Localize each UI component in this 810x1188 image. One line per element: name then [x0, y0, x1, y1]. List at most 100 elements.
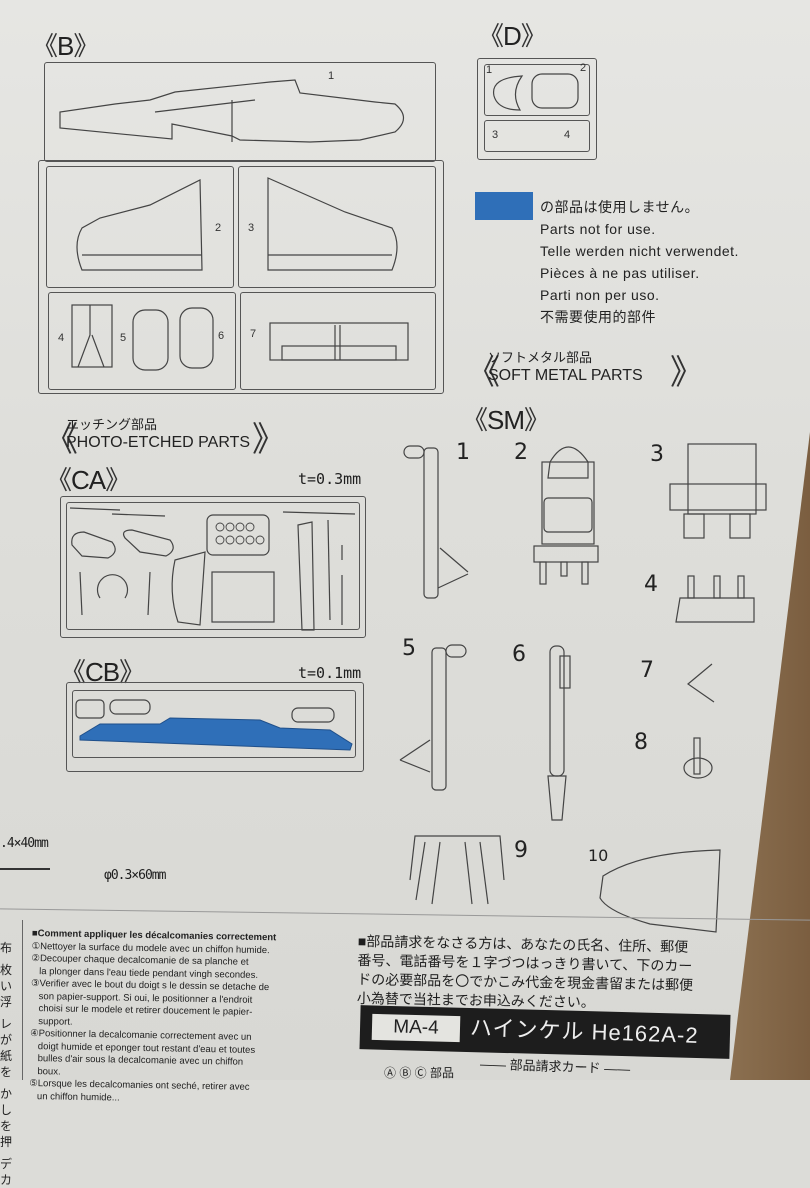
- legend-line-it: Parti non per uso.: [540, 287, 660, 303]
- cb-seatbelt-part: [109, 699, 151, 715]
- parts-request-text: ■部品請求をなさる方は、あなたの氏名、住所、郵便 番号、電話番号を１字づつはっき…: [357, 932, 738, 1015]
- sm-part-6-shape: [547, 645, 571, 821]
- sm-part-8-shape: [683, 737, 713, 779]
- sm-part-3-shape: [669, 443, 767, 539]
- sm-part-1-label: 1: [456, 440, 470, 465]
- jp-fragment: 枚: [0, 963, 13, 977]
- part-4-shape: [71, 304, 113, 368]
- sm-part-6-label: 6: [512, 642, 526, 667]
- sm-part-7-label: 7: [640, 658, 654, 683]
- parts-request-card-row: Ⓐ Ⓑ Ⓒ 部品: [384, 1066, 455, 1080]
- part-d4-label: 4: [564, 129, 571, 141]
- soft-metal-drawings: [399, 443, 767, 933]
- cb-seatbelt-part: [291, 707, 335, 723]
- jp-fragment: かし: [0, 1087, 13, 1117]
- sm-part-1-shape: [403, 445, 469, 599]
- section-b-title: 《B》: [32, 31, 99, 61]
- photo-etched-jp: エッチング部品: [66, 417, 158, 432]
- kit-code: MA-4: [371, 1013, 461, 1043]
- ca-thickness: t=0.3mm: [298, 470, 362, 488]
- canopy-front-part: [492, 75, 524, 111]
- sprue-b-frame-bottom: [38, 160, 444, 394]
- sm-part-9-shape: [409, 835, 505, 905]
- section-d-label: D: [503, 21, 522, 51]
- ca-fret-inner: [66, 502, 360, 630]
- soft-metal-en: SOFT METAL PARTS: [488, 367, 643, 384]
- part-d3-label: 3: [492, 129, 499, 141]
- decal-steps-list: ①Nettoyer la surface du modele avec un c…: [29, 940, 322, 1108]
- canopy-rear-part: [531, 73, 579, 109]
- sm-part-5-label: 5: [402, 636, 416, 661]
- sprue-b-cell-2: [46, 166, 234, 288]
- decal-box-border: [22, 920, 23, 1080]
- section-ca-title: 《CA》: [46, 465, 131, 495]
- wire-spec-left: .4×40mm: [0, 836, 49, 851]
- part-b4-label: 4: [58, 332, 65, 344]
- part-d2-label: 2: [580, 62, 587, 74]
- part-b7-label: 7: [250, 328, 257, 340]
- part-b1-label: 1: [328, 70, 335, 82]
- sm-part-8-label: 8: [634, 730, 648, 755]
- legend-line-zh: 不需要使用的部件: [540, 309, 656, 325]
- part-b2-label: 2: [215, 222, 222, 234]
- cb-fret-inner: [72, 690, 356, 758]
- sm-part-9-label: 9: [514, 838, 528, 863]
- decal-instructions: ■Comment appliquer les décalcomanies cor…: [29, 928, 322, 1108]
- sm-part-2-label: 2: [514, 440, 528, 465]
- sprue-d-canopy-cell: [484, 64, 590, 116]
- sprue-d-drawings: [492, 73, 579, 111]
- sm-part-3-label: 3: [650, 442, 664, 467]
- part-b5-label: 5: [120, 332, 127, 344]
- cb-seatbelt-part: [75, 699, 105, 719]
- sprue-d-small-cell: [484, 120, 590, 152]
- wire-spec-right: φ0.3×60mm: [104, 868, 166, 883]
- section-sm-title: 《SM》: [462, 405, 550, 435]
- sprue-d-frame: [477, 58, 597, 160]
- sm-part-4-shape: [675, 575, 755, 623]
- ca-fret-parts: [69, 507, 356, 631]
- cb-fret-frame: [66, 682, 364, 772]
- part-6-shape: [179, 307, 214, 369]
- sprue-b-drawings: [59, 79, 409, 371]
- sprue-b-cell-7: [240, 292, 436, 390]
- legend-line-de: Telle werden nicht verwendet.: [540, 243, 739, 259]
- sm-part-4-label: 4: [644, 572, 658, 597]
- instrument-panel-part: [206, 514, 270, 556]
- wing-right-part: [267, 177, 398, 271]
- sm-part-5-shape: [399, 644, 467, 791]
- sm-part-10-label: 10: [588, 846, 609, 865]
- jp-fragment: デカ: [0, 1157, 13, 1187]
- cb-thickness: t=0.1mm: [298, 664, 362, 682]
- not-used-legend: の部品は使用しません。 Parts not for use. Telle wer…: [540, 196, 739, 328]
- legend-line-fr: Pièces à ne pas utiliser.: [540, 265, 700, 281]
- part-b3-label: 3: [248, 222, 255, 234]
- part-b6-label: 6: [218, 330, 225, 342]
- jp-fragment: い浮: [0, 979, 13, 1009]
- photo-etched-en: PHOTO-ETCHED PARTS: [66, 434, 251, 451]
- ca-fret-frame: [60, 496, 366, 638]
- section-ca-label: CA: [71, 465, 106, 495]
- section-sm-label: SM: [487, 405, 525, 435]
- cb-fret-parts: [75, 699, 353, 751]
- jp-fragment: レが: [0, 1017, 13, 1047]
- sm-part-2-shape: [533, 446, 599, 585]
- part-5-shape: [132, 309, 169, 371]
- legend-line-jp: の部品は使用しません。: [540, 199, 700, 215]
- jp-fragment: 布: [0, 941, 13, 955]
- jp-fragment: を押: [0, 1119, 13, 1149]
- sm-part-10-shape: [599, 849, 721, 933]
- jp-margin-fragments: 布 枚 い浮 レが 紙を かし を押 デカ: [0, 940, 14, 1188]
- fuselage-part: [59, 79, 405, 143]
- sprue-b-cell-3: [238, 166, 436, 288]
- sm-part-7-shape: [687, 663, 715, 703]
- cb-unused-parts-strip: [79, 717, 353, 751]
- soft-metal-jp: ソフトメタル部品: [488, 350, 593, 365]
- sprue-b-cell-456: [48, 292, 236, 390]
- wing-left-part: [76, 179, 203, 271]
- not-used-color-swatch: [475, 192, 533, 220]
- jp-fragment: 紙を: [0, 1049, 13, 1079]
- section-d-title: 《D》: [478, 21, 547, 51]
- sprue-b-frame-top: [44, 62, 436, 162]
- instruction-sheet: [0, 0, 810, 1080]
- wire-line: [0, 868, 50, 870]
